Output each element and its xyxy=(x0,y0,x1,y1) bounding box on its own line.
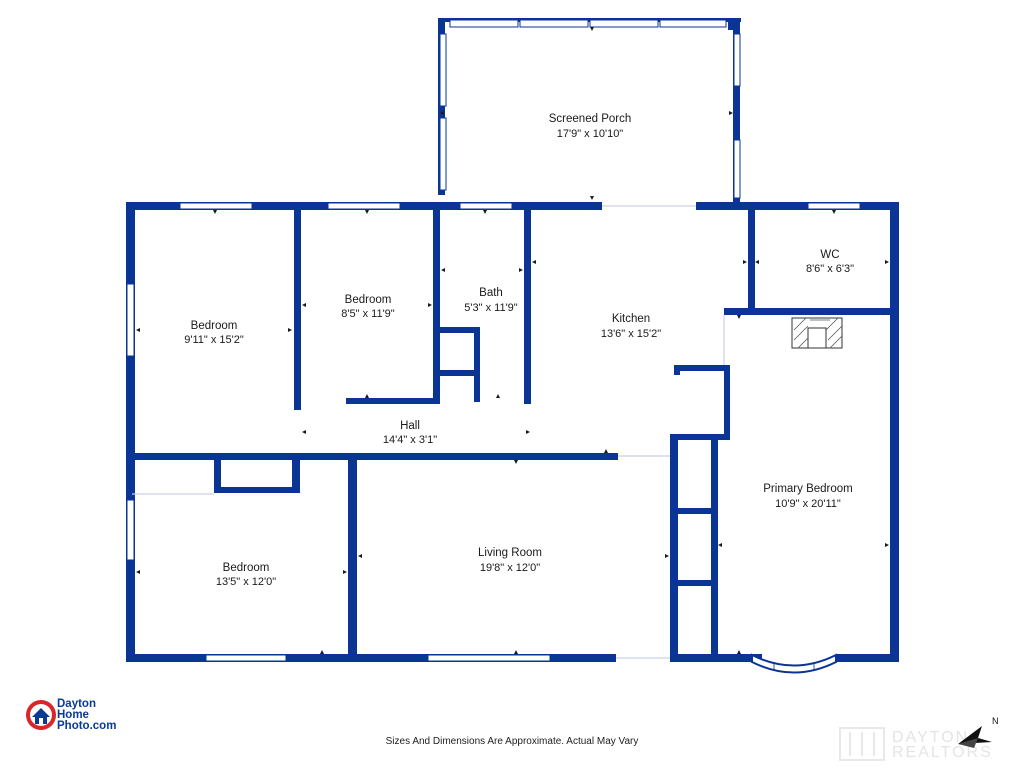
interior-walls xyxy=(126,202,898,662)
watermark-text: DAYTON REALTORS xyxy=(892,729,993,761)
room-labels: Screened Porch 17'9" x 10'10" Bedroom 9'… xyxy=(184,113,854,588)
bedroom-2-dims: 8'5" x 11'9" xyxy=(341,308,394,320)
disclaimer-text: Sizes And Dimensions Are Approximate. Ac… xyxy=(385,736,639,747)
porch-frame xyxy=(438,18,741,203)
screened-porch-label: Screened Porch xyxy=(549,113,631,125)
screened-porch-dims: 17'9" x 10'10" xyxy=(557,128,624,140)
living-room-label: Living Room xyxy=(478,547,542,559)
watermark-line-2: REALTORS xyxy=(892,744,993,761)
logo-line-2: Home xyxy=(57,709,89,721)
dayton-home-photo-logo xyxy=(26,700,56,730)
primary-bedroom-dims: 10'9" x 20'11" xyxy=(775,498,841,510)
kitchen-label: Kitchen xyxy=(612,313,650,325)
logo-line-1: Dayton xyxy=(57,698,96,710)
bath-label: Bath xyxy=(479,287,503,299)
hall-dims: 14'4" x 3'1" xyxy=(383,434,437,446)
bath-dims: 5'3" x 11'9" xyxy=(464,302,517,314)
primary-bedroom-label: Primary Bedroom xyxy=(763,483,852,495)
dimension-markers xyxy=(136,27,889,654)
logo-line-3: Photo.com xyxy=(57,720,117,732)
wc-label: WC xyxy=(820,249,839,261)
bedroom-1-dims: 9'11" x 15'2" xyxy=(184,334,244,346)
realtors-watermark-icon xyxy=(839,727,885,761)
outer-walls xyxy=(126,202,899,662)
bedroom-1-label: Bedroom xyxy=(191,320,238,332)
compass-label: N xyxy=(992,716,999,726)
bedroom-3-label: Bedroom xyxy=(223,562,270,574)
living-room-dims: 19'8" x 12'0" xyxy=(480,562,540,574)
bedroom-3-dims: 13'5" x 12'0" xyxy=(216,576,276,588)
wc-dims: 8'6" x 6'3" xyxy=(806,263,854,275)
hall-label: Hall xyxy=(400,420,420,432)
windows xyxy=(126,202,861,674)
openings xyxy=(132,205,725,659)
bedroom-2-label: Bedroom xyxy=(345,294,392,306)
fireplace xyxy=(791,317,843,349)
kitchen-dims: 13'6" x 15'2" xyxy=(601,328,661,340)
logo-text: Dayton Home Photo.com xyxy=(57,698,117,732)
north-arrow-icon: N xyxy=(958,716,999,748)
watermark-line-1: DAYTON xyxy=(892,729,970,746)
house-icon xyxy=(32,708,50,724)
